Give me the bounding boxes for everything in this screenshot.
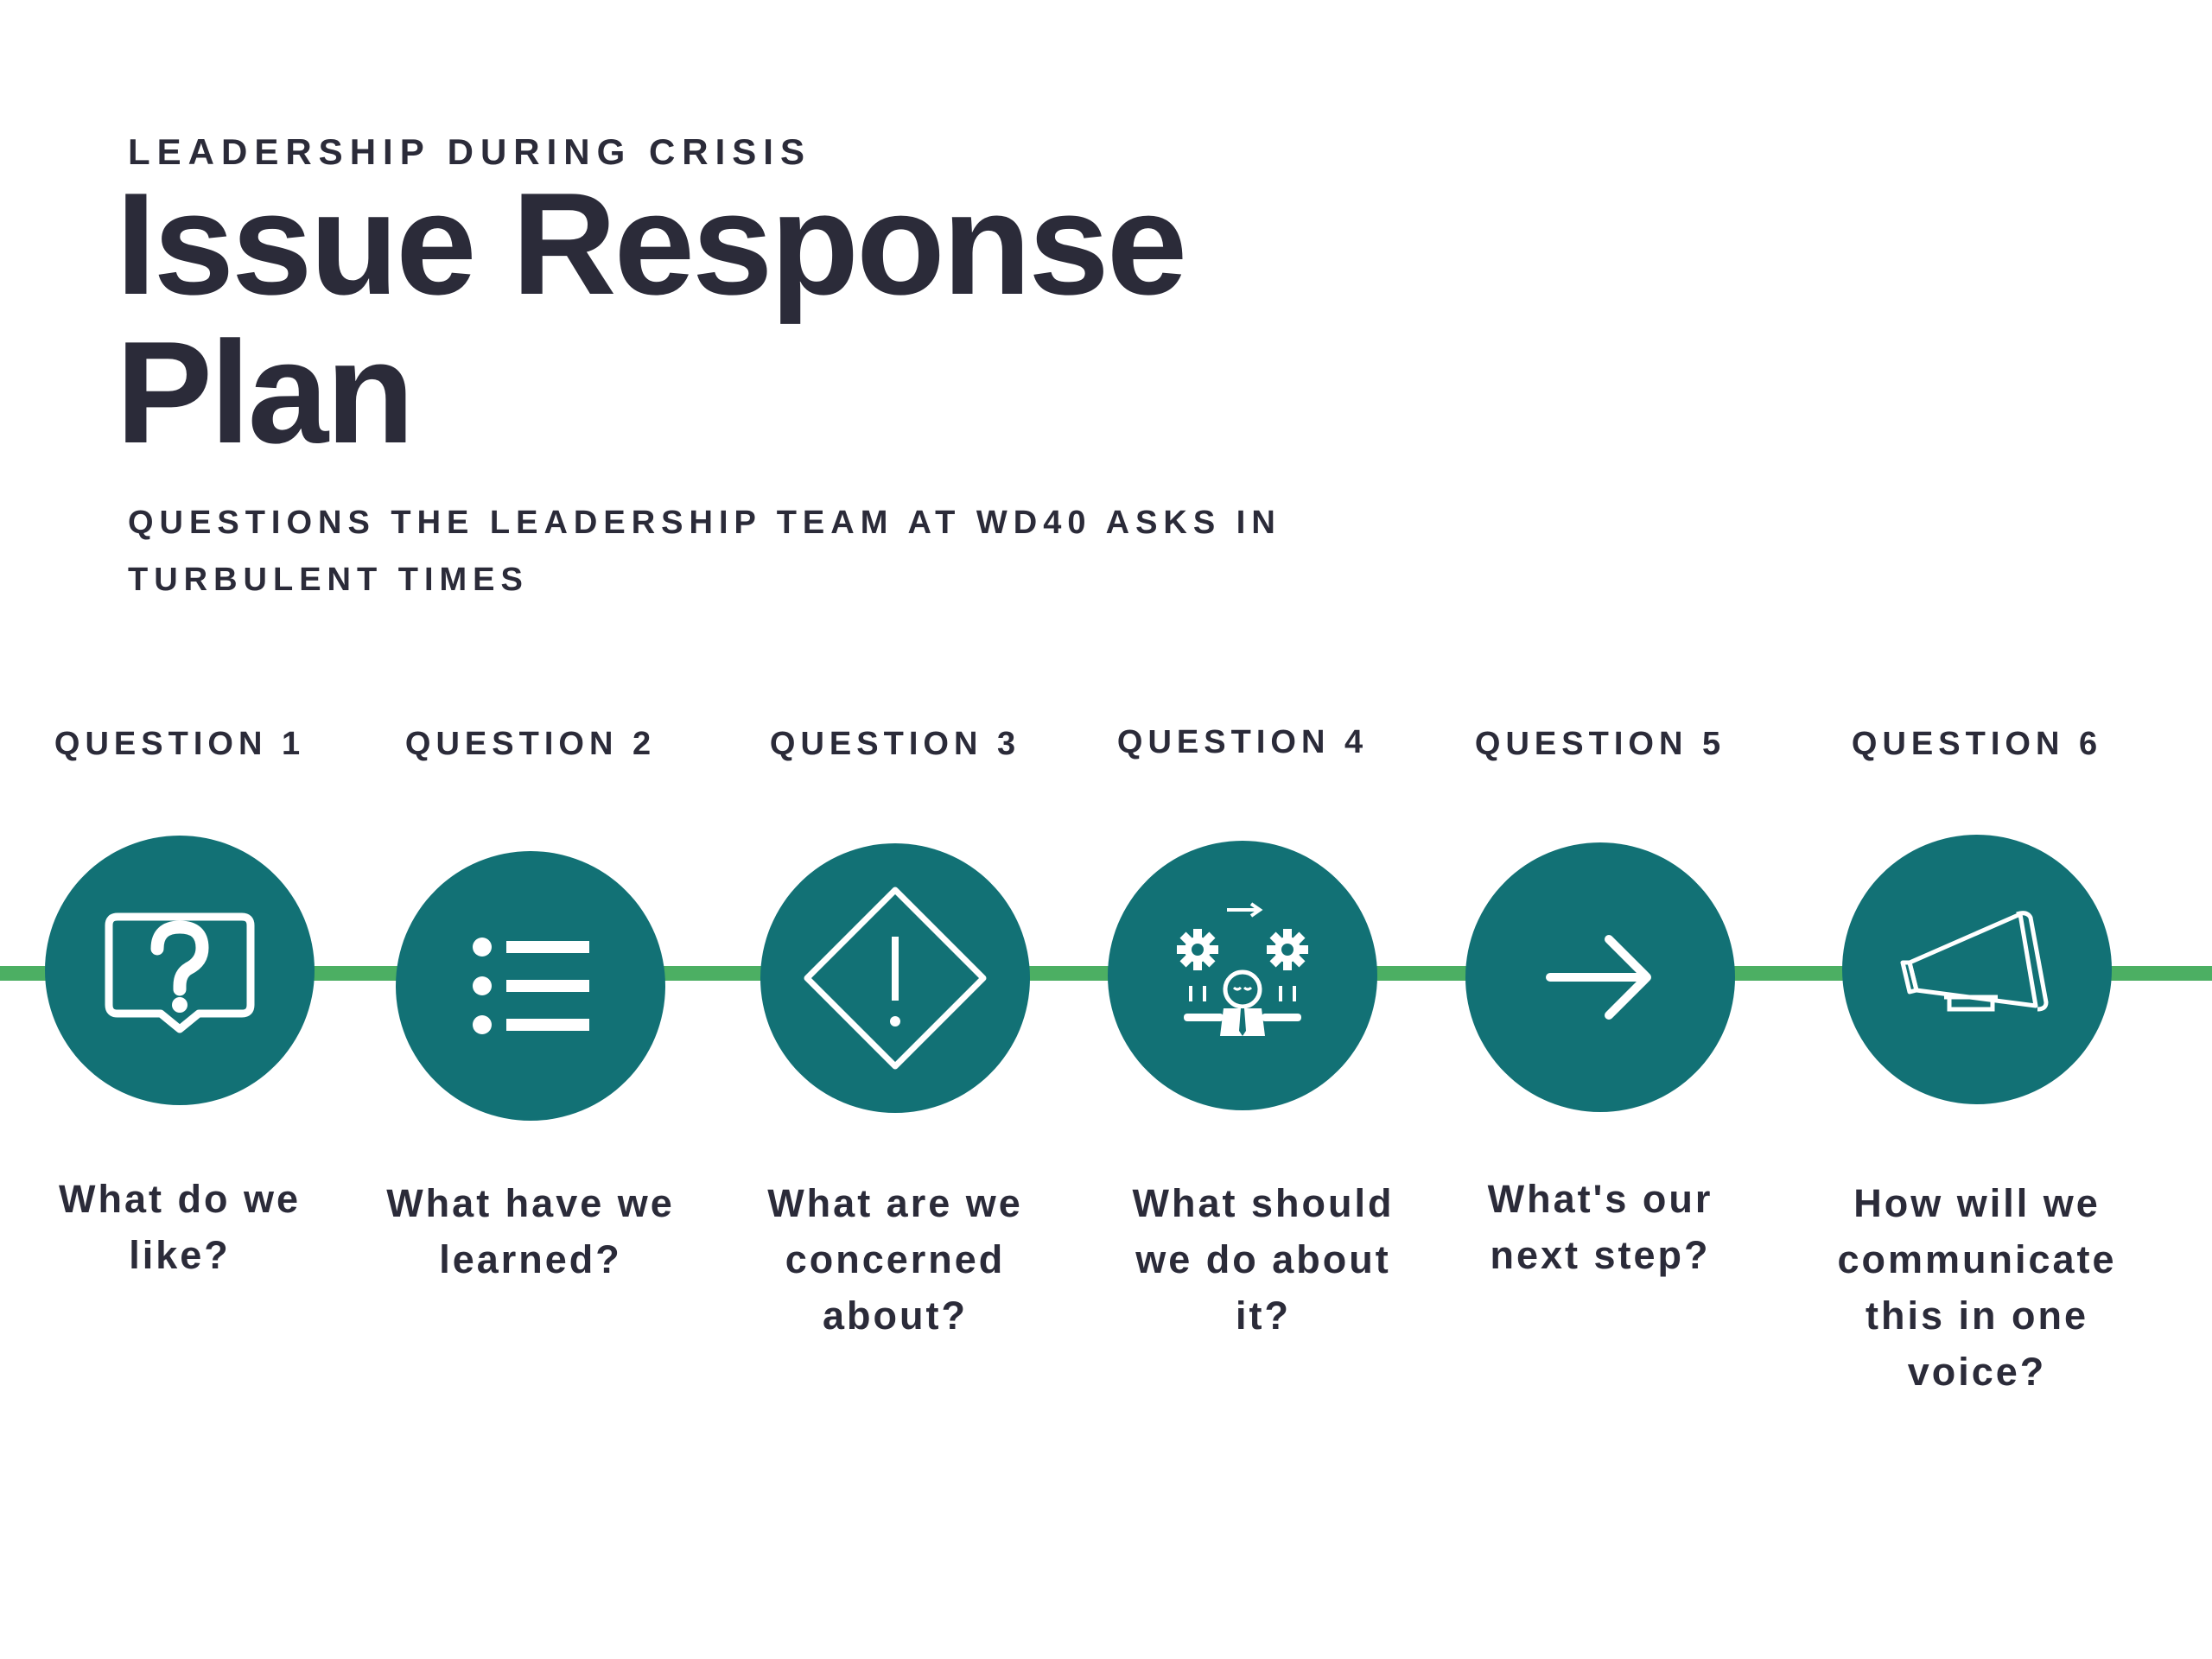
- page-title-line-1: Issue Response: [116, 162, 1187, 325]
- question-line: voice?: [1907, 1350, 2047, 1394]
- step-circle: [45, 836, 315, 1105]
- question-line: next step?: [1490, 1233, 1711, 1277]
- question-line: What do we: [59, 1177, 301, 1221]
- question-line: What have we: [386, 1181, 675, 1225]
- question-line: we do about: [1135, 1237, 1391, 1281]
- page-subtitle-line-1: QUESTIONS THE LEADERSHIP TEAM AT WD40 AS…: [128, 505, 1281, 541]
- step-circle: [760, 843, 1030, 1113]
- megaphone-icon: [1891, 883, 2063, 1056]
- step-question-text: What do we like?: [7, 1171, 353, 1283]
- question-line: about?: [823, 1294, 968, 1338]
- question-line: it?: [1236, 1294, 1291, 1338]
- step-question-text: What have we learned?: [358, 1175, 703, 1287]
- step-circle: [1842, 835, 2112, 1104]
- question-bubble-icon: [93, 884, 266, 1057]
- question-line: What's our: [1487, 1177, 1713, 1221]
- page-title-line-2: Plan: [116, 311, 415, 474]
- warning-diamond-icon: [800, 883, 990, 1073]
- step-question-text: What's our next step?: [1427, 1171, 1773, 1283]
- step-label: QUESTION 4: [1116, 724, 1369, 760]
- page-title: Issue Response Plan: [116, 169, 1187, 467]
- step-label: QUESTION 6: [1851, 726, 2103, 762]
- question-line: How will we: [1853, 1181, 2101, 1225]
- page-subtitle: QUESTIONS THE LEADERSHIP TEAM AT WD40 AS…: [128, 494, 1424, 608]
- question-line: this in one: [1866, 1294, 2088, 1338]
- question-line: communicate: [1837, 1237, 2117, 1281]
- eyebrow-label: LEADERSHIP DURING CRISIS: [128, 131, 811, 172]
- question-line: What should: [1132, 1181, 1395, 1225]
- step-question-text: What are we concerned about?: [722, 1175, 1068, 1344]
- step-label: QUESTION 1: [54, 726, 306, 762]
- step-question-text: How will we communicate this in one voic…: [1804, 1175, 2150, 1400]
- step-circle: [396, 851, 665, 1121]
- step-label: QUESTION 2: [404, 726, 657, 762]
- step-label: QUESTION 5: [1474, 726, 1726, 762]
- arrow-right-icon: [1514, 891, 1687, 1064]
- step-label: QUESTION 3: [769, 726, 1021, 762]
- question-line: like?: [129, 1233, 231, 1277]
- person-gears-icon: [1156, 889, 1329, 1062]
- list-icon: [444, 899, 617, 1072]
- step-question-text: What should we do about it?: [1090, 1175, 1436, 1344]
- step-circle: [1465, 842, 1735, 1112]
- step-circle: [1108, 841, 1377, 1110]
- page-subtitle-line-2: TURBULENT TIMES: [128, 562, 529, 598]
- question-line: What are we: [767, 1181, 1023, 1225]
- question-line: learned?: [439, 1237, 622, 1281]
- question-line: concerned: [785, 1237, 1006, 1281]
